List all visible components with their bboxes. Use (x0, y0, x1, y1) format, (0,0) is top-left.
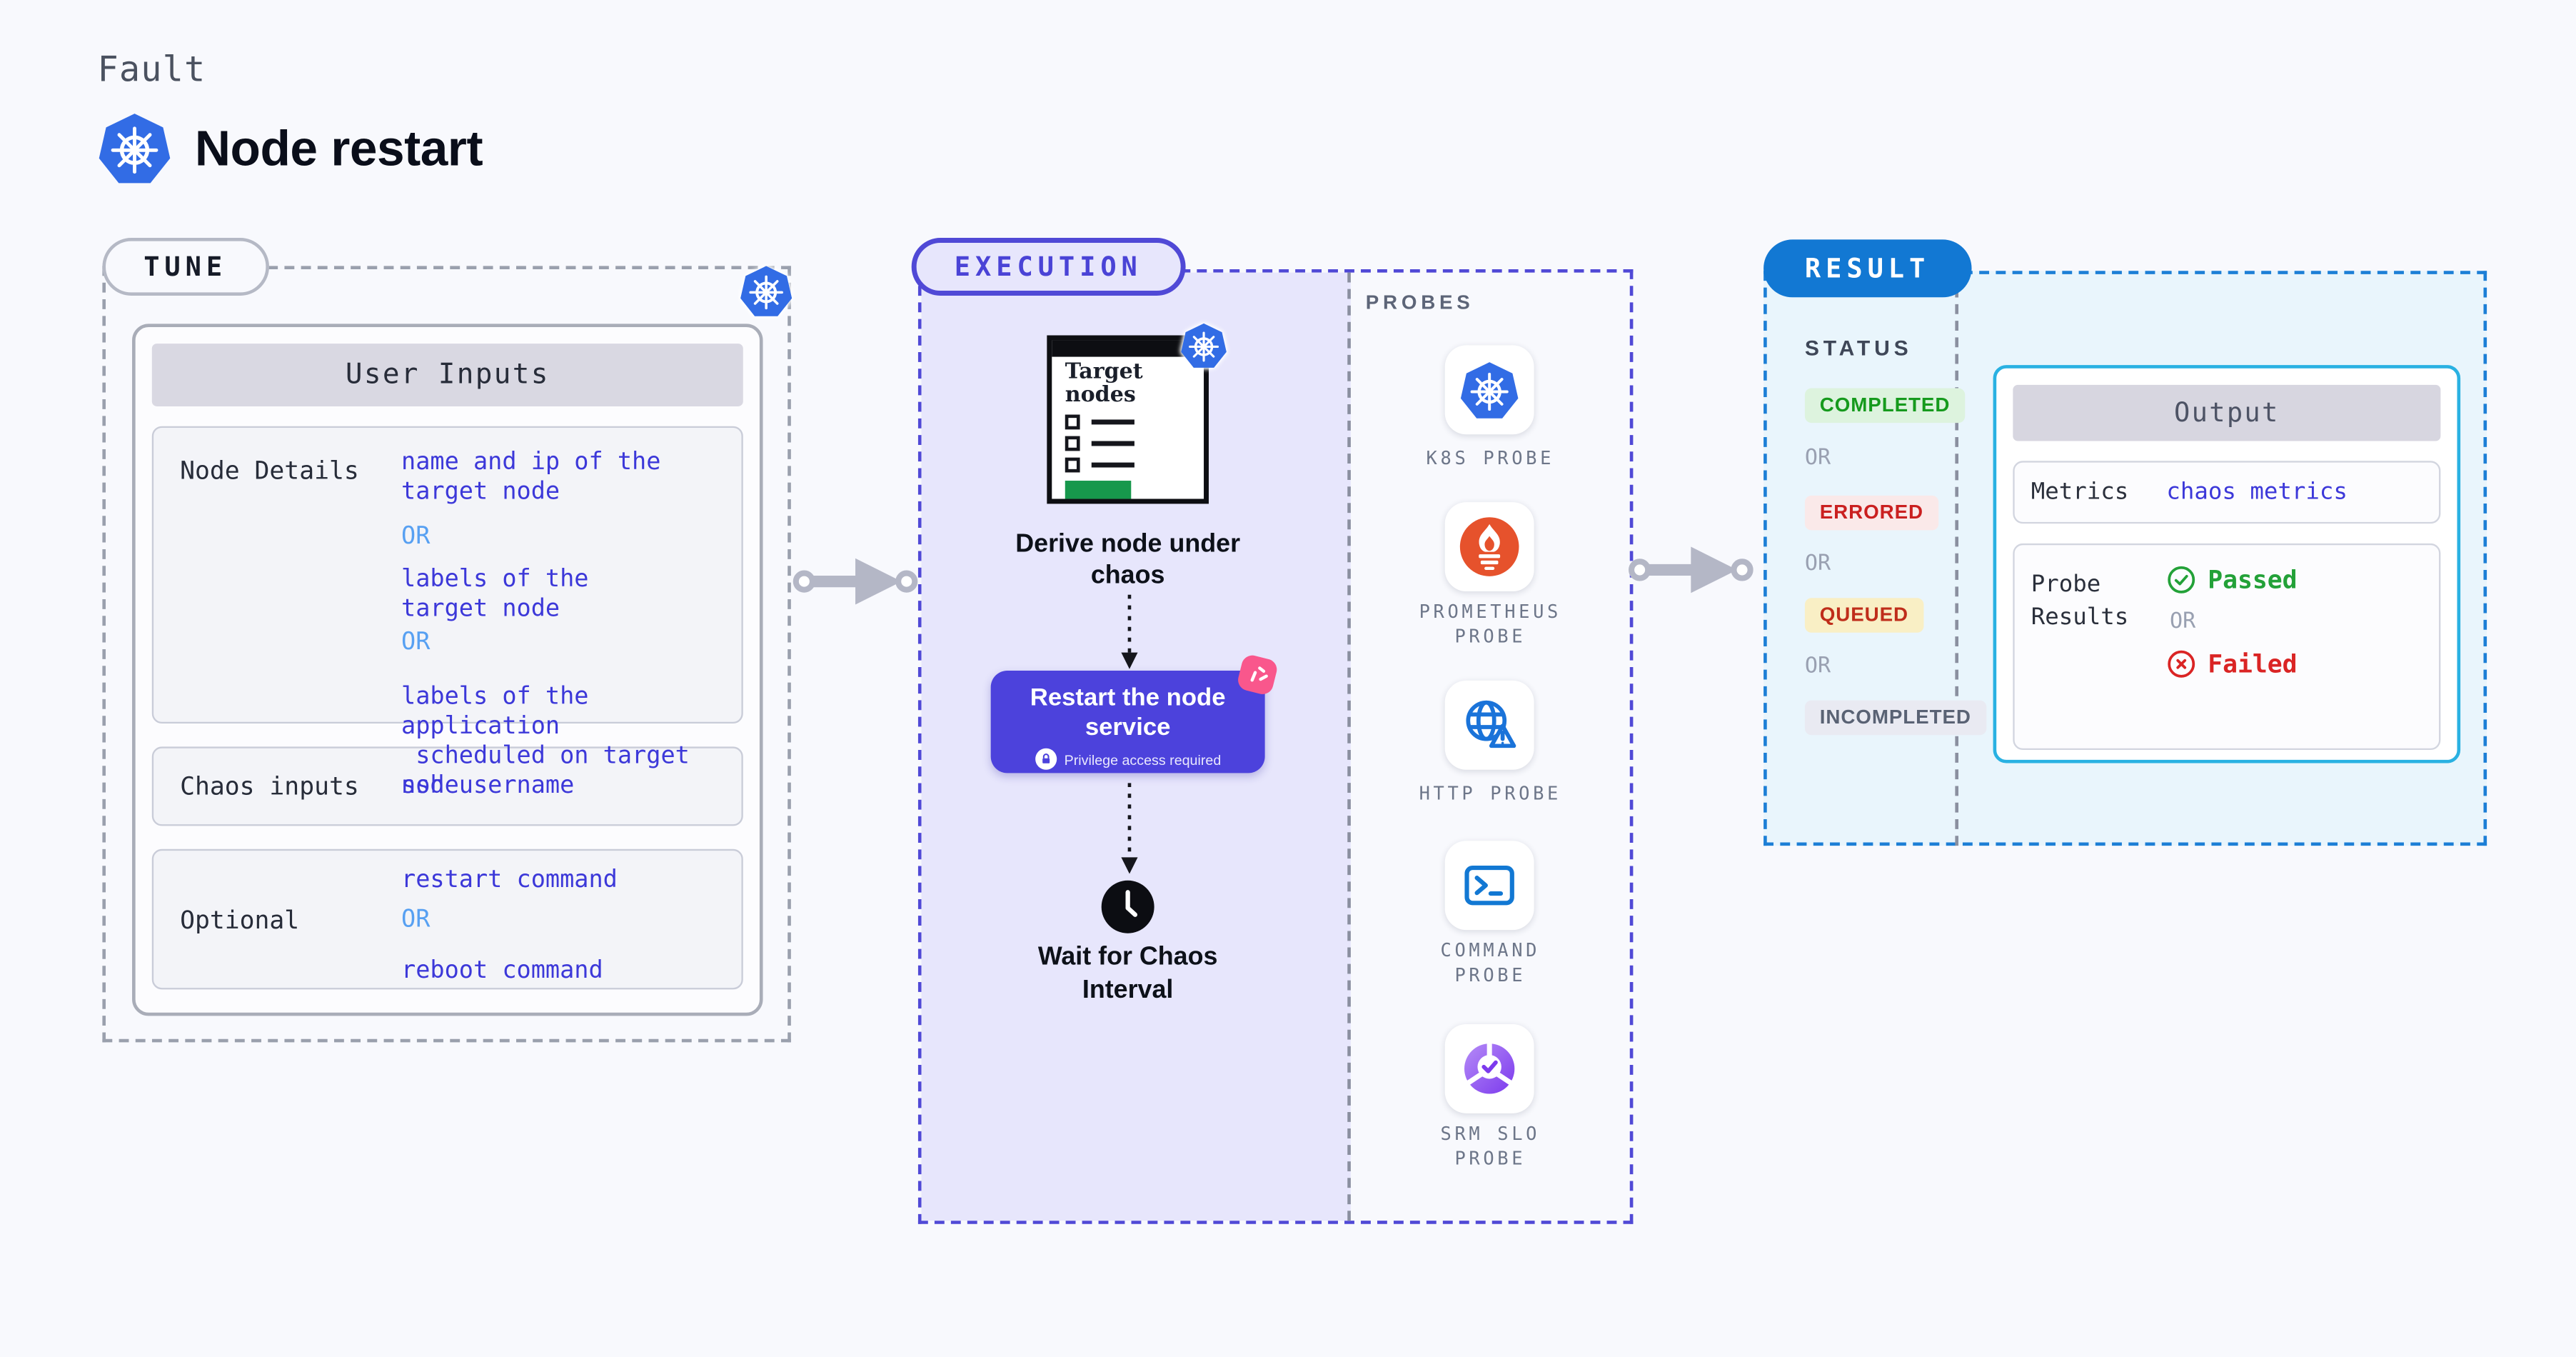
table-row-metrics: Metrics chaos metrics (2013, 461, 2441, 524)
status-badge-incompleted: INCOMPLETED (1804, 700, 1986, 736)
tune-panel (102, 266, 791, 1043)
privilege-label: Privilege access required (1064, 751, 1222, 768)
kubernetes-icon (1179, 321, 1228, 370)
row-value: ssh username (401, 773, 575, 800)
probe-label: COMMAND PROBE (1440, 939, 1541, 986)
checkbox-icon (1065, 414, 1080, 430)
output-table: Output Metrics chaos metrics Probe Resul… (1993, 365, 2461, 763)
execution-pill: EXECUTION (911, 238, 1185, 296)
probe-label: HTTP PROBE (1419, 783, 1562, 805)
arrow-right-icon (1629, 546, 1754, 594)
derive-node-label: Derive node under chaos (1015, 530, 1241, 590)
table-row-probe-results: Probe Results Passed OR Failed (2013, 543, 2441, 751)
probe-label: SRM SLO PROBE (1440, 1123, 1541, 1170)
srm-slo-probe-card (1444, 1023, 1534, 1113)
or-label: OR (1804, 551, 1831, 577)
output-header: Output (2013, 384, 2441, 441)
arrow-right-icon (793, 558, 918, 605)
node-line (1091, 463, 1134, 467)
row-label: Chaos inputs (180, 771, 359, 801)
probes-title: PROBES (1365, 291, 1474, 314)
row-label: Node Details (180, 456, 359, 486)
status-title: STATUS (1804, 335, 1913, 361)
result-divider (1955, 271, 1959, 846)
probe-label: PROMETHEUS PROBE (1419, 601, 1562, 648)
row-label: Metrics (2031, 479, 2129, 506)
passed-label: Passed (2208, 564, 2298, 595)
x-circle-icon (2168, 650, 2195, 678)
k8s-probe-card (1444, 345, 1534, 435)
result-pill: RESULT (1764, 239, 1972, 298)
chaos-icon (1235, 653, 1279, 697)
row-value: labels of the application scheduled on t… (401, 683, 690, 800)
or-label: OR (1804, 446, 1831, 471)
arrow-down-icon (1121, 783, 1138, 874)
status-badge-errored: ERRORED (1804, 495, 1938, 531)
command-probe-card (1444, 841, 1534, 931)
kubernetes-icon (738, 263, 795, 319)
table-row-node-details: Node Details name and ip of the target n… (151, 426, 743, 799)
http-globe-icon (1466, 700, 1516, 748)
fault-eyebrow: Fault (97, 49, 206, 89)
terminal-icon (1464, 865, 1514, 906)
table-row-chaos-inputs: Chaos inputs ssh username (151, 746, 743, 826)
arrow-down-icon (1121, 594, 1138, 669)
node-line (1091, 441, 1134, 446)
kubernetes-icon (96, 109, 173, 187)
tune-pill: TUNE (102, 238, 268, 296)
clock-icon (1100, 878, 1156, 935)
or-label: OR (401, 524, 431, 551)
or-label: OR (401, 629, 431, 656)
node-line (1091, 420, 1134, 424)
row-label: Optional (180, 904, 300, 934)
page-title: Node restart (194, 122, 483, 177)
row-label: Probe Results (2031, 571, 2129, 631)
row-value: reboot command (401, 958, 603, 985)
user-inputs-table: User Inputs Node Details name and ip of … (132, 324, 763, 1016)
row-value: labels of the target node (401, 566, 589, 623)
checkbox-icon (1065, 457, 1080, 473)
lock-icon (1035, 748, 1057, 770)
or-label: OR (1804, 654, 1831, 679)
selection-bar (1065, 481, 1132, 499)
http-probe-card (1444, 680, 1534, 770)
or-label: OR (2170, 609, 2196, 635)
wait-chaos-interval-label: Wait for Chaos Interval (1037, 943, 1218, 1004)
prometheus-icon (1459, 517, 1519, 576)
kubernetes-icon (1460, 362, 1519, 419)
probe-label: K8S PROBE (1426, 447, 1555, 469)
failed-label: Failed (2208, 649, 2298, 679)
row-value: name and ip of the target node (401, 449, 661, 506)
node-list-item (1065, 414, 1204, 430)
table-row-optional: Optional restart command OR reboot comma… (151, 848, 743, 990)
status-badge-completed: COMPLETED (1804, 388, 1966, 424)
node-list-item (1065, 457, 1204, 473)
row-value: restart command (401, 867, 618, 894)
checkbox-icon (1065, 436, 1080, 451)
target-nodes-title: Target nodes (1065, 360, 1143, 409)
card-titlebar (1052, 340, 1204, 357)
node-list-item (1065, 436, 1204, 451)
slo-donut-icon (1464, 1042, 1515, 1094)
user-inputs-header: User Inputs (151, 344, 743, 406)
status-badge-queued: QUEUED (1804, 598, 1923, 633)
or-label: OR (401, 906, 431, 933)
target-nodes-card: Target nodes (1047, 335, 1209, 504)
prometheus-probe-card (1444, 502, 1534, 591)
check-circle-icon (2168, 566, 2195, 594)
restart-step-title: Restart the node service (1030, 683, 1226, 742)
restart-node-service-step: Restart the node service Privilege acces… (990, 671, 1265, 773)
row-value: chaos metrics (2166, 479, 2348, 506)
